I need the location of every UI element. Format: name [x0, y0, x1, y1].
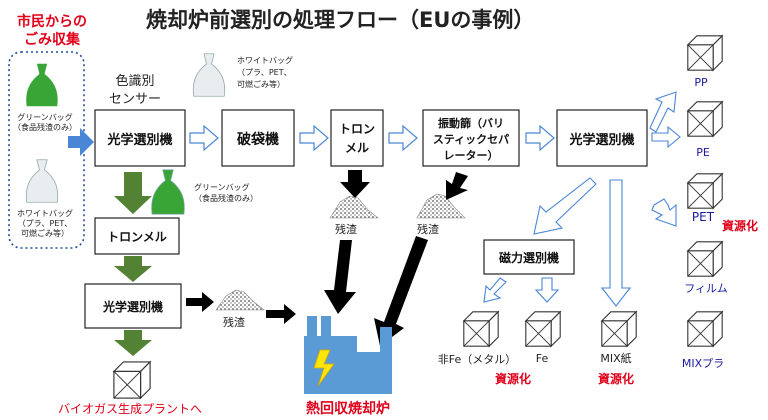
- trommel-1-label-line1: トロン: [339, 122, 375, 136]
- white-bag-label-line1: ホワイトバッグ: [17, 208, 73, 218]
- infeed-arrow: [68, 128, 94, 156]
- arrow-to-pet: [651, 198, 677, 227]
- mixpaper-crate-icon: [601, 311, 637, 347]
- arrow-green-optical3-to-biogas: [114, 330, 152, 356]
- ballistic-separator-box: [422, 109, 520, 167]
- ballistic-separator-line3: レーター）: [444, 149, 499, 162]
- arrow-shredder-to-trommel: [299, 124, 329, 152]
- arrow-magnetic-to-nonfe: [483, 277, 507, 303]
- arrow-residue3-to-incinerator: [266, 304, 296, 324]
- film-crate-icon: [687, 241, 723, 277]
- arrow-green-trommel2-to-optical3: [114, 256, 152, 282]
- bag-opener-label: 破袋機: [237, 131, 279, 148]
- residue-pile-2-icon: [416, 193, 466, 219]
- white-bag-top-line2: （プラ、PET、: [237, 68, 292, 77]
- pp-crate-icon: [687, 35, 723, 71]
- magnetic-separator-label: 磁力選別機: [498, 250, 559, 265]
- source-label-line1: 市民からの: [17, 13, 87, 30]
- ballistic-separator-line1: 振動篩（バリ: [438, 116, 504, 130]
- bag-opener-box: [221, 109, 295, 167]
- biogas-crate-icon: [113, 361, 151, 399]
- white-bag-top-line1: ホワイトバッグ: [237, 55, 293, 65]
- white-bag-label-line3: 可燃ごみ等）: [21, 228, 69, 238]
- arrow-optical3-to-residue3: [186, 292, 214, 312]
- white-bag-top-icon: [192, 53, 226, 97]
- fe-crate-icon: [525, 311, 561, 347]
- green-bag-label-line1: グリーンバッグ: [17, 112, 73, 122]
- green-bag-mid-icon: [151, 169, 185, 215]
- green-bag-label-line2: （食品残渣のみ）: [13, 122, 77, 132]
- nonfe-label: 非Fe（メタル）: [438, 353, 517, 366]
- arrow-magnetic-to-fe: [534, 277, 560, 303]
- pe-crate-icon: [687, 101, 723, 137]
- arrow-to-pe: [651, 125, 681, 149]
- trommel-2-box: [94, 217, 180, 255]
- magnetic-separator-box: [483, 239, 575, 275]
- green-bag-icon: [26, 63, 58, 107]
- mixpla-label: MIXプラ: [682, 357, 724, 370]
- optical-sorter-2-label: 光学選別機: [568, 132, 634, 148]
- ballistic-separator-line2: スティックセパ: [433, 133, 509, 146]
- arrow-green-optical1-to-trommel2: [114, 172, 152, 214]
- pet-recycle-label: 資源化: [722, 218, 758, 233]
- residue-1-label: 残渣: [335, 222, 357, 236]
- arrow-trommel-to-residue: [340, 170, 370, 198]
- arrow-trommel-to-vibro: [388, 124, 418, 152]
- biogas-label: バイオガス生成プラントへ: [58, 402, 202, 416]
- arrow-optical1-to-shredder: [189, 124, 219, 152]
- metal-recycle-label: 資源化: [495, 371, 531, 386]
- arrow-residue1-to-incinerator: [324, 240, 356, 314]
- white-bag-top-line3: 可燃ごみ等）: [237, 79, 285, 89]
- arrow-vibro-to-optical2: [525, 124, 555, 152]
- source-label-line2: ごみ収集: [24, 31, 81, 48]
- optical-sorter-2-box: [556, 109, 648, 167]
- trommel-2-label: トロンメル: [107, 230, 167, 244]
- arrow-down-to-mixpaper: [600, 179, 632, 307]
- optical-sorter-3-box: [84, 283, 182, 329]
- sensor-label-line1: 色識別: [115, 73, 154, 89]
- residue-3-label: 残渣: [223, 315, 245, 329]
- optical-sorter-1-box: [94, 109, 186, 167]
- trommel-1-label-line2: メル: [345, 141, 369, 155]
- page-title: 焼却炉前選別の処理フロー（EUの事例）: [146, 8, 534, 32]
- sensor-label-line2: センサー: [109, 92, 161, 107]
- film-label: フィルム: [684, 282, 728, 295]
- optical-sorter-1-label: 光学選別機: [106, 132, 172, 148]
- incinerator-icon: [304, 316, 392, 394]
- green-bag-mid-line2: （食品残渣のみ）: [194, 193, 258, 203]
- optical-sorter-3-label: 光学選別機: [102, 299, 163, 314]
- residue-2-label: 残渣: [417, 222, 439, 236]
- mixpaper-label: MIX紙: [600, 351, 631, 365]
- mixpla-crate-icon: [687, 311, 723, 347]
- paper-recycle-label: 資源化: [598, 371, 634, 386]
- incinerator-label: 熱回収焼却炉: [306, 400, 390, 417]
- white-bag-icon: [25, 159, 59, 203]
- residue-pile-1-icon: [329, 195, 379, 219]
- nonfe-crate-icon: [463, 311, 499, 347]
- residue-pile-3-icon: [215, 289, 265, 311]
- fe-label: Fe: [536, 352, 549, 365]
- pet-crate-icon: [687, 173, 723, 209]
- arrow-to-pp: [649, 91, 677, 133]
- pet-label: PET: [692, 210, 715, 224]
- arrow-vibro-to-residue: [446, 172, 468, 200]
- green-bag-mid-line1: グリーンバッグ: [194, 182, 250, 192]
- arrow-down-left-to-magnetic: [533, 177, 597, 235]
- arrow-residue2-to-incinerator: [374, 236, 428, 346]
- trommel-1-box: [330, 109, 384, 167]
- white-bag-label-line2: （プラ、PET、: [18, 219, 73, 228]
- pe-label: PE: [696, 146, 710, 159]
- pp-label: PP: [694, 76, 708, 89]
